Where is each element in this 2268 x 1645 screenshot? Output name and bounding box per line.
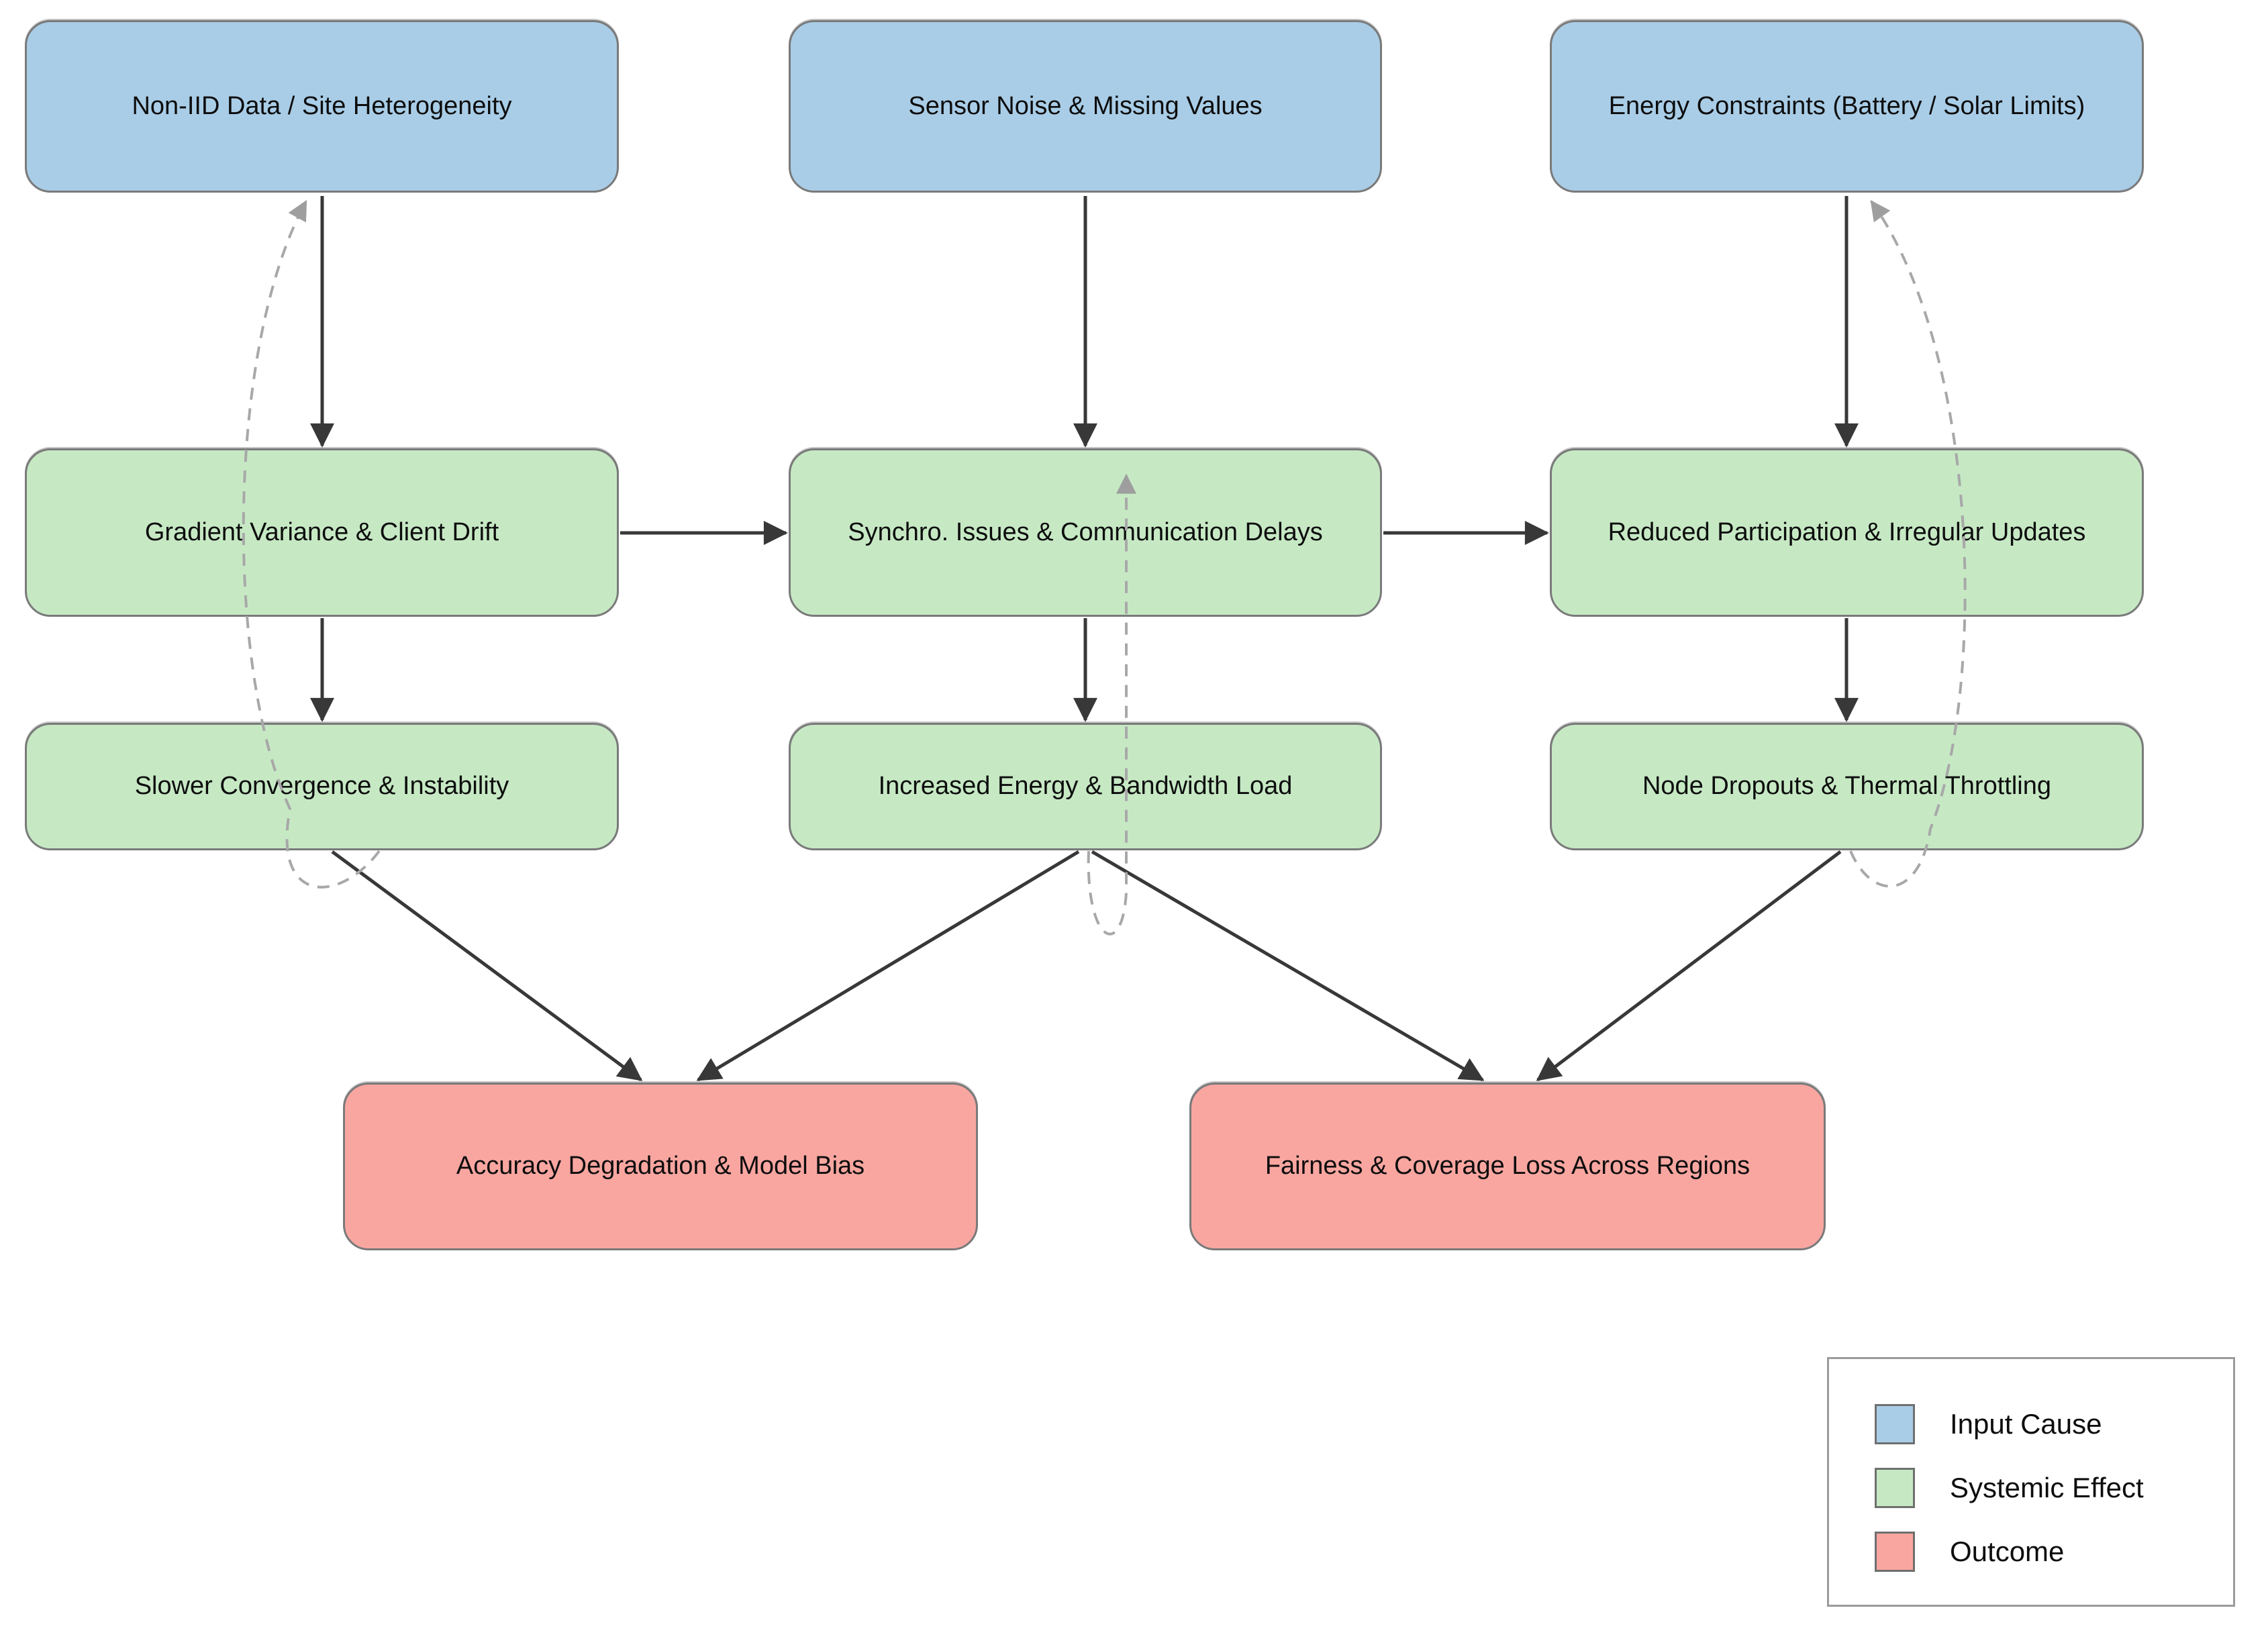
legend-swatch-outcome <box>1875 1532 1915 1572</box>
edge-dropouts-fairness <box>1536 850 1842 1081</box>
node-sensor-noise: Sensor Noise & Missing Values <box>789 20 1382 193</box>
edge-increased-accuracy <box>696 850 1080 1082</box>
legend-label-outcome: Outcome <box>1950 1536 2065 1567</box>
edge-slower-accuracy <box>331 850 643 1082</box>
node-gradient-variance: Gradient Variance & Client Drift <box>25 448 619 617</box>
legend-swatch-systemic-effect <box>1875 1468 1915 1508</box>
node-synchro-issues: Synchro. Issues & Communication Delays <box>789 448 1382 617</box>
node-reduced-participation: Reduced Participation & Irregular Update… <box>1550 448 2144 617</box>
node-slower-convergence: Slower Convergence & Instability <box>25 723 619 850</box>
node-non-iid-data: Non-IID Data / Site Heterogeneity <box>25 20 619 193</box>
legend: Input Cause Systemic Effect Outcome <box>1827 1357 2235 1607</box>
legend-swatch-input-cause <box>1875 1404 1915 1444</box>
legend-item-input-cause: Input Cause <box>1875 1404 2102 1444</box>
legend-label-systemic-effect: Systemic Effect <box>1950 1472 2144 1503</box>
edge-increased-fairness <box>1091 850 1485 1082</box>
node-accuracy-degradation: Accuracy Degradation & Model Bias <box>343 1083 978 1250</box>
node-fairness-loss: Fairness & Coverage Loss Across Regions <box>1189 1083 1826 1250</box>
legend-item-systemic-effect: Systemic Effect <box>1875 1468 2144 1508</box>
node-node-dropouts: Node Dropouts & Thermal Throttling <box>1550 723 2144 850</box>
legend-label-input-cause: Input Cause <box>1950 1408 2102 1440</box>
node-increased-energy: Increased Energy & Bandwidth Load <box>789 723 1382 850</box>
legend-item-outcome: Outcome <box>1875 1532 2064 1572</box>
node-energy-constraints: Energy Constraints (Battery / Solar Limi… <box>1550 20 2144 193</box>
